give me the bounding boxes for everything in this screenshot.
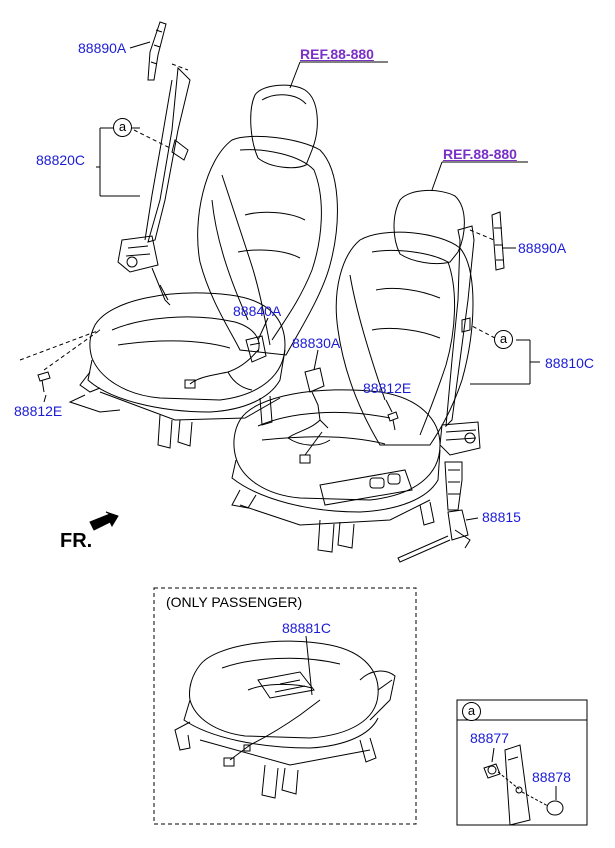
front-direction-label: FR. (60, 530, 93, 552)
part-label-88890a-right[interactable]: 88890A (518, 240, 567, 256)
callout-a-right: a (494, 330, 513, 349)
part-label-88878[interactable]: 88878 (532, 769, 571, 785)
reference-label-left[interactable]: REF.88-880 (300, 46, 374, 62)
part-label-88815[interactable]: 88815 (482, 509, 521, 525)
leader-lines (44, 42, 540, 520)
left-screw (38, 372, 50, 381)
part-label-88820c[interactable]: 88820C (36, 152, 86, 168)
part-label-88812e-left[interactable]: 88812E (14, 403, 63, 419)
part-label-88840a[interactable]: 88840A (233, 303, 282, 319)
part-label-88830a[interactable]: 88830A (292, 335, 341, 351)
part-label-88877[interactable]: 88877 (470, 730, 509, 746)
part-label-88890a-left[interactable]: 88890A (78, 40, 127, 56)
part-label-88810c[interactable]: 88810C (545, 355, 595, 371)
left-belt (118, 22, 190, 305)
phantom-lines (20, 64, 495, 370)
right-belt (398, 212, 504, 562)
right-screw (388, 412, 398, 421)
front-arrow-icon (90, 512, 118, 530)
reference-label-right[interactable]: REF.88-880 (443, 146, 517, 162)
callout-a-detail: a (462, 702, 481, 721)
inset-seat (175, 636, 395, 798)
inset-title: (ONLY PASSENGER) (166, 594, 303, 610)
part-label-88812e-right[interactable]: 88812E (363, 380, 412, 396)
left-seat (70, 85, 337, 448)
right-seat (232, 190, 473, 552)
callout-a-left: a (113, 118, 132, 137)
part-label-88881c[interactable]: 88881C (282, 620, 332, 636)
detail-a-parts (484, 745, 563, 825)
detail-a-frame (457, 700, 587, 825)
passenger-inset-frame (154, 588, 416, 824)
